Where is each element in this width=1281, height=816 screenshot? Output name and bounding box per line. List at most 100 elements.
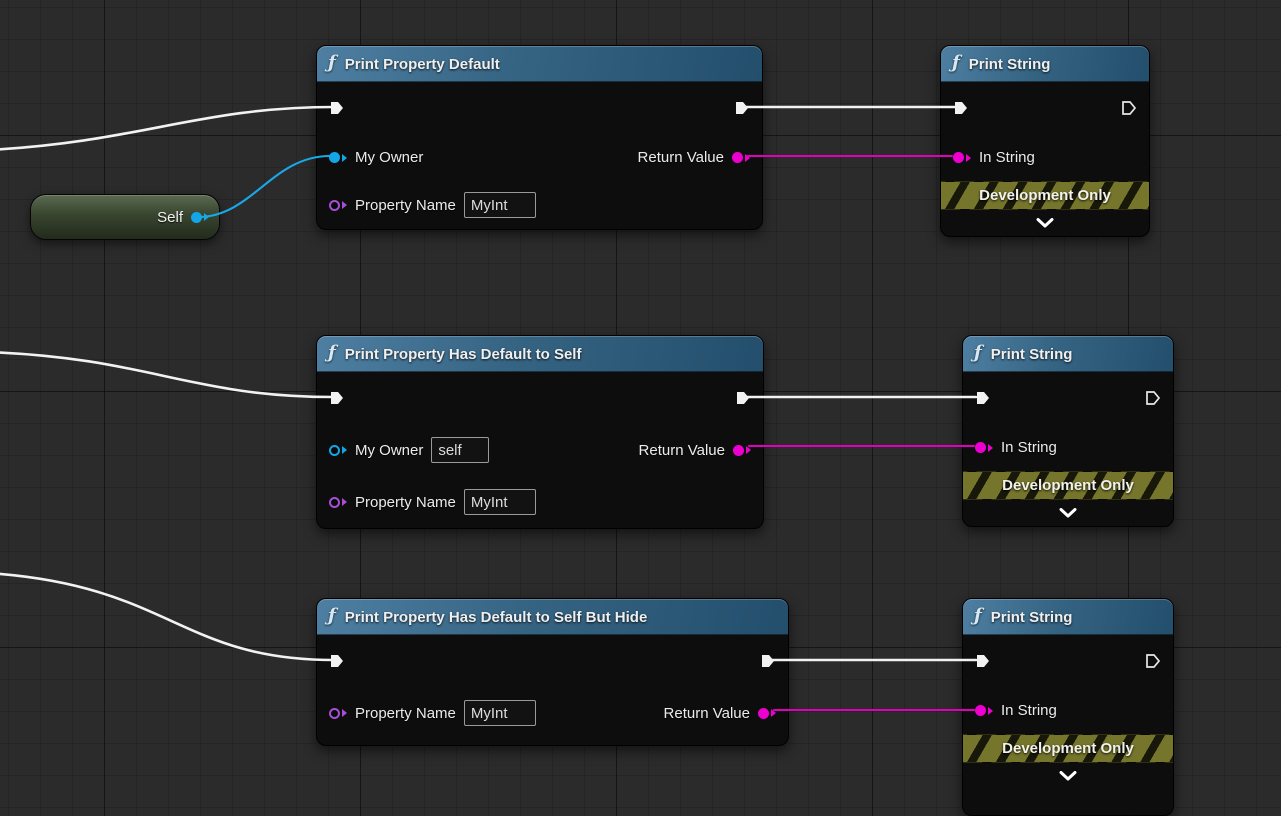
return-value-pin[interactable] [732, 152, 750, 163]
string-pin-arrow-icon [745, 153, 750, 162]
wire-exec-into-print-property-default[interactable] [0, 105, 336, 151]
property-name-label: Property Name [355, 704, 456, 722]
property-name-pin[interactable] [329, 707, 347, 719]
property-name-input[interactable] [463, 700, 536, 726]
string-pin-arrow-icon [988, 706, 993, 715]
node-header[interactable]: ƒ Print String [941, 46, 1149, 82]
pin-row: Property Name [317, 476, 763, 528]
exec-in-pin[interactable] [975, 390, 991, 406]
property-name-input[interactable] [463, 192, 536, 218]
object-pin-arrow-icon [342, 446, 347, 454]
function-icon: ƒ [328, 52, 336, 73]
node-print-property-has-default-to-self[interactable]: ƒ Print Property Has Default to Self My … [316, 335, 764, 529]
name-pin-circle-icon [329, 707, 340, 719]
in-string-pin[interactable] [975, 442, 993, 453]
name-pin-arrow-icon [342, 709, 347, 717]
string-pin-circle-icon [733, 444, 744, 456]
node-header[interactable]: ƒ Print Property Default [317, 46, 762, 82]
exec-row [317, 372, 763, 424]
node-title: Print String [990, 608, 1073, 626]
name-pin-circle-icon [329, 199, 340, 211]
return-value-label: Return Value [638, 441, 725, 459]
my-owner-input[interactable] [431, 437, 490, 463]
exec-in-pin[interactable] [953, 100, 969, 116]
exec-out-pin[interactable] [760, 653, 776, 669]
node-title: Print Property Has Default to Self [344, 345, 582, 363]
node-print-string-3[interactable]: ƒ Print String In String Development Onl… [962, 598, 1174, 816]
node-header[interactable]: ƒ Print Property Has Default to Self But… [317, 599, 788, 635]
self-node-label: Self [157, 208, 183, 226]
pin-row: In String [963, 687, 1173, 734]
function-icon: ƒ [328, 342, 336, 363]
exec-out-pin[interactable] [734, 100, 750, 116]
return-value-pin[interactable] [733, 444, 751, 456]
self-output-pin[interactable] [191, 211, 209, 223]
name-pin-arrow-icon [342, 498, 347, 506]
node-print-property-has-default-to-self-but-hide[interactable]: ƒ Print Property Has Default to Self But… [316, 598, 789, 746]
my-owner-label: My Owner [355, 441, 424, 459]
string-pin-arrow-icon [746, 446, 751, 454]
exec-out-pin[interactable] [1121, 100, 1137, 116]
pin-row: My Owner Return Value [317, 134, 762, 181]
node-print-string-1[interactable]: ƒ Print String In String Development Onl… [940, 45, 1150, 237]
string-pin-circle-icon [975, 442, 986, 453]
my-owner-pin[interactable] [329, 444, 347, 456]
property-name-pin[interactable] [329, 199, 347, 211]
in-string-label: In String [979, 149, 1035, 166]
property-name-pin[interactable] [329, 496, 347, 508]
property-name-label: Property Name [355, 196, 456, 214]
exec-in-pin[interactable] [975, 653, 991, 669]
pin-row: Property Name Return Value [317, 687, 788, 745]
exec-out-pin[interactable] [1145, 653, 1161, 669]
my-owner-label: My Owner [355, 149, 424, 166]
string-pin-circle-icon [758, 707, 769, 719]
exec-row [963, 635, 1173, 687]
wire-exec-into-print-property-but-hide[interactable] [0, 572, 336, 662]
exec-out-pin[interactable] [1145, 390, 1161, 406]
string-pin-circle-icon [732, 152, 743, 163]
node-print-property-default[interactable]: ƒ Print Property Default My Owner Return… [316, 45, 763, 230]
exec-row [941, 82, 1149, 134]
exec-in-pin[interactable] [329, 653, 345, 669]
exec-in-pin[interactable] [329, 390, 345, 406]
object-pin-arrow-icon [204, 213, 209, 221]
function-icon: ƒ [952, 52, 960, 73]
property-name-input[interactable] [463, 489, 536, 515]
node-title: Print String [990, 345, 1073, 363]
in-string-pin[interactable] [975, 705, 993, 716]
in-string-label: In String [1001, 439, 1057, 456]
node-self-variable[interactable]: Self [30, 194, 220, 240]
chevron-down-icon [1036, 218, 1054, 228]
string-pin-arrow-icon [966, 153, 971, 162]
object-pin-circle-icon [191, 211, 202, 223]
node-header[interactable]: ƒ Print String [963, 599, 1173, 635]
exec-in-pin[interactable] [329, 100, 345, 116]
node-header[interactable]: ƒ Print String [963, 336, 1173, 372]
expand-node-button[interactable] [963, 763, 1173, 789]
expand-node-button[interactable] [963, 500, 1173, 526]
return-value-label: Return Value [663, 704, 750, 722]
return-value-label: Return Value [637, 149, 724, 166]
my-owner-pin[interactable] [329, 152, 347, 163]
node-header[interactable]: ƒ Print Property Has Default to Self [317, 336, 763, 372]
return-value-pin[interactable] [758, 707, 776, 719]
object-pin-arrow-icon [342, 153, 347, 162]
in-string-label: In String [1001, 702, 1057, 719]
object-pin-circle-icon [329, 444, 340, 456]
wire-exec-into-print-property-has-default[interactable] [0, 351, 336, 399]
exec-out-pin[interactable] [735, 390, 751, 406]
pin-row: In String [963, 424, 1173, 471]
in-string-pin[interactable] [953, 152, 971, 163]
string-pin-circle-icon [953, 152, 964, 163]
pin-row: My Owner Return Value [317, 424, 763, 476]
expand-node-button[interactable] [941, 210, 1149, 236]
string-pin-circle-icon [975, 705, 986, 716]
exec-row [963, 372, 1173, 424]
exec-row [317, 635, 788, 687]
node-title: Print Property Default [344, 55, 500, 73]
object-pin-circle-icon [329, 152, 340, 163]
string-pin-arrow-icon [988, 443, 993, 452]
name-pin-circle-icon [329, 496, 340, 508]
node-print-string-2[interactable]: ƒ Print String In String Development Onl… [962, 335, 1174, 527]
